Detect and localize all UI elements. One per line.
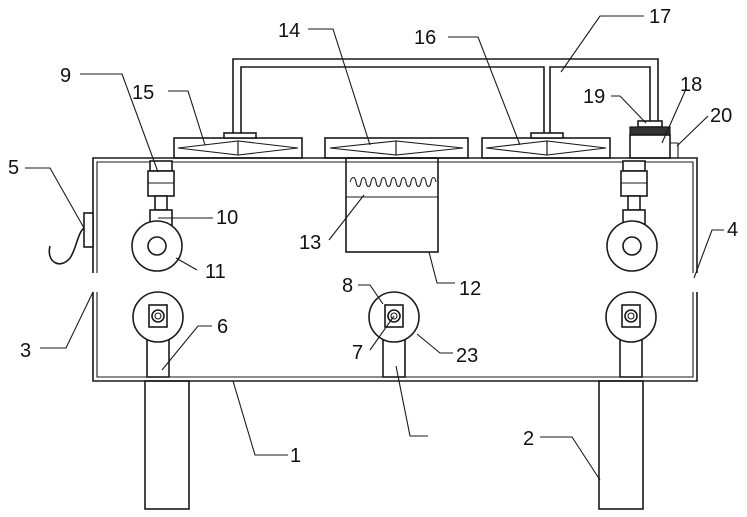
label-9: 9 [60, 65, 71, 87]
lower-roller-middle [369, 292, 419, 377]
lower-roller-right [606, 292, 656, 377]
label-4: 4 [727, 219, 738, 241]
legs [145, 381, 643, 509]
label-23: 23 [456, 345, 478, 367]
lower-roller-left [133, 292, 183, 377]
label-10: 10 [216, 207, 238, 229]
label-17: 17 [649, 6, 671, 28]
label-20: 20 [710, 105, 732, 127]
spring-box [346, 158, 438, 252]
label-2: 2 [523, 428, 534, 450]
label-14: 14 [278, 20, 300, 42]
label-13: 13 [299, 232, 321, 254]
label-3: 3 [20, 340, 31, 362]
pump-unit [630, 121, 678, 158]
label-11: 11 [205, 261, 226, 283]
label-19: 19 [583, 86, 605, 108]
fan-right [482, 133, 610, 158]
label-12: 12 [459, 278, 481, 300]
label-6: 6 [217, 316, 228, 338]
label-7: 7 [352, 342, 363, 364]
fan-left [174, 133, 302, 158]
label-16: 16 [414, 27, 436, 49]
hook [49, 213, 93, 264]
label-15: 15 [132, 82, 154, 104]
label-5: 5 [8, 157, 19, 179]
label-18: 18 [680, 74, 702, 96]
fan-middle [325, 138, 468, 158]
upper-roller-right [607, 161, 657, 271]
label-1: 1 [290, 445, 301, 467]
upper-roller-left [132, 161, 182, 271]
label-8: 8 [342, 275, 353, 297]
